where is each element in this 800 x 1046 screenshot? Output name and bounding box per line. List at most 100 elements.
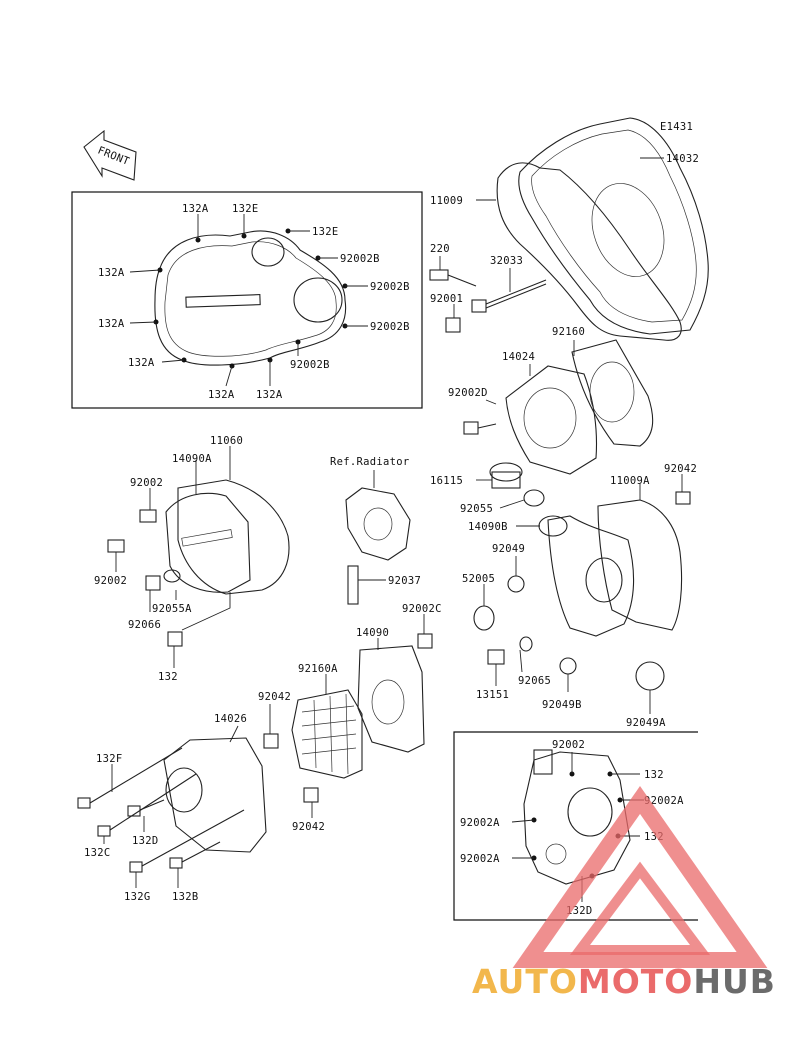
automotohub-watermark: AUTOMOTOHUB xyxy=(472,786,776,1001)
part-label: 92160 xyxy=(552,326,585,338)
part-label: 132C xyxy=(84,847,111,859)
part-label: 92055A xyxy=(152,603,192,615)
part-label: 92002C xyxy=(402,603,442,615)
inset1-label: 132A xyxy=(182,203,209,215)
part-label: 13151 xyxy=(476,689,509,701)
inset1-label: 132E xyxy=(232,203,259,215)
part-label: 32033 xyxy=(490,255,523,267)
cover-14024-assembly: 92160 14024 92002D xyxy=(448,326,654,475)
front-arrow-icon: FRONT xyxy=(83,129,137,181)
inset2-label: 92002A xyxy=(460,853,500,865)
inset2-label: 92002 xyxy=(552,739,585,751)
inset1-label: 132E xyxy=(312,226,339,238)
inset1-label: 132A xyxy=(98,318,125,330)
cover-cap-small xyxy=(251,237,285,267)
oil-cap-and-gasket: 16115 92055 92042 11009A xyxy=(430,462,697,631)
inset1-label: 132A xyxy=(208,389,235,401)
cover-14090B-outline xyxy=(547,515,635,637)
bushing-92042-left xyxy=(263,733,279,749)
part-label: 132B xyxy=(172,891,199,903)
cover-14090B-bore xyxy=(585,557,623,603)
seal-92049B xyxy=(559,657,577,675)
part-label: 14090A xyxy=(172,453,212,465)
cover-14032-rim xyxy=(531,129,697,323)
cover-14090A-assembly: 11060 14090A 92002 92002 92055A 92066 13… xyxy=(94,435,290,683)
part-label: 14090B xyxy=(468,521,508,533)
part-label: 14026 xyxy=(214,713,247,725)
pump-cover-neck xyxy=(533,749,553,775)
part-label: 16115 xyxy=(430,475,463,487)
gasket-92160-outline xyxy=(571,339,654,447)
oring-92055 xyxy=(523,489,545,507)
cover-14024-outline xyxy=(505,365,598,475)
part-label: 132 xyxy=(158,671,178,683)
part-label: 92049B xyxy=(542,699,582,711)
cover-14090A-outline xyxy=(165,492,251,593)
part-label: 92042 xyxy=(292,821,325,833)
cover-14032-outline xyxy=(518,117,709,335)
inset1-bolt-dots xyxy=(153,228,348,369)
part-label: 11009A xyxy=(610,475,650,487)
cover-14026-assembly: 92042 14026 132F 132C 132D 132G 132B 920… xyxy=(77,691,325,903)
part-label: 92001 xyxy=(430,293,463,305)
bolt-92002-b xyxy=(107,539,125,553)
plate-92037 xyxy=(347,565,359,605)
bushing-92042-top xyxy=(675,491,691,505)
seal-92049A xyxy=(635,661,665,691)
part-label: 14032 xyxy=(666,153,699,165)
radiator-ref-assembly: Ref.Radiator 92037 xyxy=(330,456,421,605)
part-label: 92049 xyxy=(492,543,525,555)
cover-14026-bore xyxy=(165,767,203,813)
part-label: 132G xyxy=(124,891,151,903)
inset1-label: 132A xyxy=(98,267,125,279)
bolt-132C xyxy=(97,825,111,837)
cover-inner-outline xyxy=(164,241,337,357)
cover-14026-outline xyxy=(163,737,267,853)
diagram-code: E1431 xyxy=(660,121,693,133)
plug-92066 xyxy=(145,575,161,591)
svg-text:AUTOMOTOHUB: AUTOMOTOHUB xyxy=(472,962,776,1001)
leader-132 xyxy=(181,592,231,631)
cover-14024-bore xyxy=(523,387,577,449)
gasket-11009A-outline xyxy=(597,499,683,631)
bolt-92002C xyxy=(417,633,433,649)
inset-box-1 xyxy=(71,191,423,409)
bolt-132G xyxy=(129,861,143,873)
radiator-housing xyxy=(345,487,411,561)
part-label: 92002D xyxy=(448,387,488,399)
pump-cover-plug xyxy=(545,843,567,865)
cap-16115 xyxy=(489,462,523,482)
gasket-92160A-grid xyxy=(301,693,357,775)
part-label: 132F xyxy=(96,753,123,765)
bolt-32033-head xyxy=(471,299,487,313)
pump-cover-bore xyxy=(567,787,613,837)
bolt-92001 xyxy=(445,317,461,333)
gasket-92160A-outline xyxy=(291,689,363,779)
part-label: 52005 xyxy=(462,573,495,585)
bolts-220-32033-92001: 220 32033 92001 xyxy=(429,243,547,333)
watermark-text-moto: MOTO xyxy=(578,962,693,1001)
inset1-label: 92002B xyxy=(290,359,330,371)
bushing-92042-low xyxy=(303,787,319,803)
cover-14090-outline xyxy=(357,645,425,753)
part-label: 92055 xyxy=(460,503,493,515)
sensor-13151 xyxy=(487,649,505,665)
cover-cap-large xyxy=(293,277,343,323)
bearing-52005 xyxy=(473,605,495,631)
part-label: 92160A xyxy=(298,663,338,675)
washer-92065 xyxy=(519,636,533,652)
part-label: 11060 xyxy=(210,435,243,447)
watermark-inner-triangle-icon xyxy=(570,861,710,955)
part-label: 92002 xyxy=(94,575,127,587)
part-label: 92037 xyxy=(388,575,421,587)
watermark-triangle-icon xyxy=(512,786,768,968)
bolt-132-left xyxy=(167,631,183,647)
part-label: 92042 xyxy=(258,691,291,703)
radiator-housing-bore xyxy=(363,507,393,541)
inset1-label: 132A xyxy=(256,389,283,401)
part-label: 14090 xyxy=(356,627,389,639)
ref-label: Ref.Radiator xyxy=(330,456,409,468)
gasket-11009-outline xyxy=(496,162,682,341)
bolt-92002-a xyxy=(139,509,157,523)
